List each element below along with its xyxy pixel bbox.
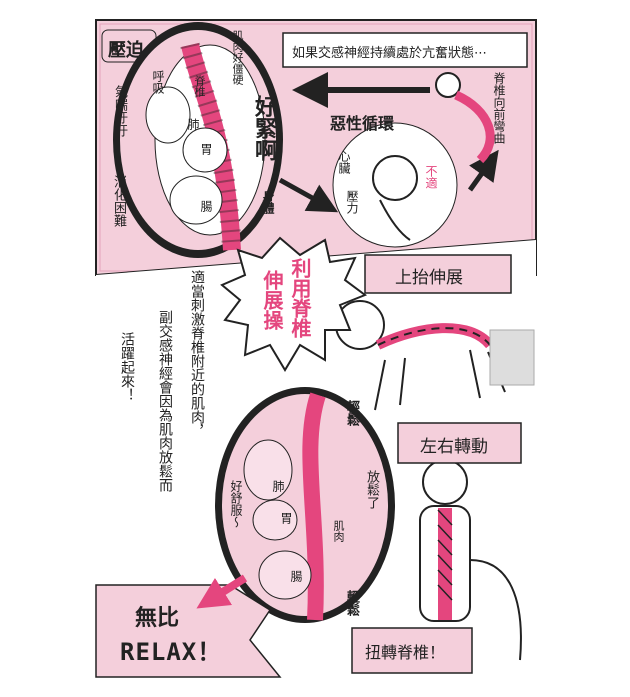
curved-spine (454, 90, 495, 164)
intestine-label-bottom: 腸 (289, 570, 303, 582)
twist-figure-head (422, 459, 468, 505)
muscle-stiff-label: 肌肉好僵硬 (231, 30, 244, 85)
spine-label-top: 脊椎 (193, 75, 206, 97)
title-burst (220, 236, 368, 372)
burst-title-1: 利用脊椎 (288, 258, 312, 338)
breath-label: 呼吸 (151, 70, 165, 94)
hard-breath-label: 氣喘吁吁 (112, 85, 127, 137)
relax-line-2: RELAX！ (120, 638, 223, 666)
heart-label: 心臟 (337, 150, 351, 174)
comfortable-label: 好舒服〜 (229, 480, 243, 528)
intestine-label-top: 腸 (199, 200, 213, 212)
relax-label-1: 輕鬆 (344, 400, 359, 426)
lung-label-top: 肺 (186, 118, 200, 130)
tight-label: 好緊啊 (251, 95, 276, 161)
tag-stretch-up-box (364, 254, 512, 294)
burst-title-2: 伸展操 (260, 270, 284, 330)
stress-label: 壓力 (345, 190, 359, 214)
top-panel (95, 19, 537, 276)
tag-stretch-up: 上抬伸展 (395, 268, 463, 288)
vicious-cycle-label: 惡性循環 (330, 114, 395, 133)
muscle-label-bottom: 肌肉 (332, 520, 345, 542)
caption-box (282, 32, 528, 68)
digest-label: 消化困難 (111, 175, 126, 227)
spine-curve-label: 脊椎向前彎曲 (492, 72, 506, 144)
body-text-col-2: 副交感神經會因為肌肉放鬆而 (157, 310, 173, 492)
body-text-col-1: 適當刺激脊椎附近的肌肉， (189, 270, 205, 438)
bottom-panel (95, 236, 536, 678)
stomach-label-bottom: 胃 (279, 512, 293, 524)
stomach-label-top: 胃 (199, 143, 213, 155)
tag-rotate-box (397, 422, 522, 464)
body-text-col-3: 活躍起來！ (119, 332, 135, 402)
tag-twist-box (351, 627, 473, 674)
pressure-label: 壓迫 (108, 40, 144, 61)
tag-twist: 扭轉脊椎！ (365, 643, 446, 662)
body-label: 身體 (261, 190, 275, 214)
tag-rotate: 左右轉動 (420, 437, 488, 457)
relax-line-1: 無比 (135, 606, 180, 631)
spine (181, 42, 241, 251)
relax-arrow (196, 574, 248, 609)
relaxed-label: 放鬆了 (364, 470, 379, 509)
relax-label-2: 輕鬆 (344, 590, 359, 616)
lung-label-bottom: 肺 (271, 480, 285, 492)
top-caption: 如果交感神經持續處於亢奮狀態⋯ (292, 46, 488, 61)
discomfort-label: 不適 (424, 165, 438, 189)
